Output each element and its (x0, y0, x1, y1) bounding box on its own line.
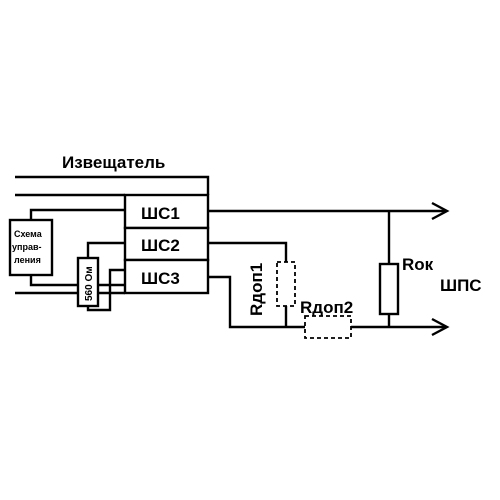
line-shs3 (208, 275, 305, 329)
terminal-shs3-label: ШС3 (141, 269, 180, 288)
control-circuit-label-1: Схема (14, 229, 43, 239)
control-circuit-label-3: ления (14, 255, 41, 265)
resistor-rdop2 (304, 315, 352, 339)
resistor-560-label: 560 Ом (84, 266, 95, 301)
terminal-shs1-label: ШС1 (141, 204, 180, 223)
control-wire-top (29, 208, 125, 220)
terminal-shs3 (123, 258, 210, 295)
arrow-bottom-icon (431, 317, 450, 337)
detector-label: Извещатель (62, 153, 165, 172)
resistor-560-return (86, 268, 125, 312)
terminal-block: ШС1 ШС2 ШС3 (123, 193, 210, 295)
arrow-top-icon (431, 201, 450, 221)
detector-housing (15, 175, 210, 195)
resistor-rok-label: Rок (402, 255, 434, 274)
resistor-560-wire (86, 241, 125, 258)
control-circuit-box (8, 218, 54, 277)
loop-label: ШПС (440, 276, 482, 295)
resistor-rdop2-label: Rдоп2 (300, 298, 353, 317)
line-shs2 (208, 241, 288, 262)
terminal-shs2-label: ШС2 (141, 236, 180, 255)
resistor-rok (378, 262, 400, 316)
resistor-rdop1-label: Rдоп1 (247, 263, 266, 316)
control-circuit-label-2: управ- (12, 242, 41, 252)
resistor-rdop1 (276, 261, 296, 307)
